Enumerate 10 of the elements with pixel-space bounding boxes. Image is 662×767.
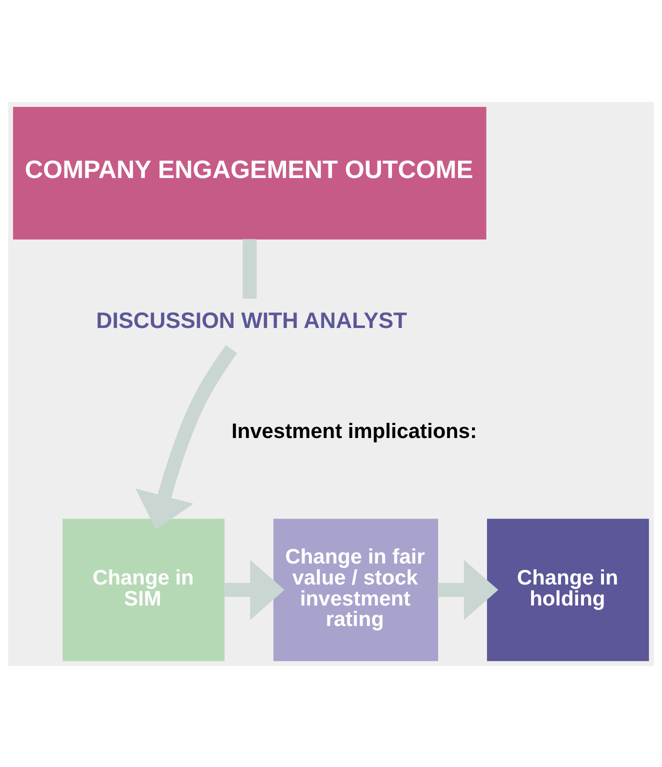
connector xyxy=(242,238,257,298)
arrow xyxy=(438,559,498,620)
node-box: Change in fair value / stock investment rating xyxy=(273,518,438,661)
label: Investment implications: xyxy=(232,419,478,442)
node-box: Change in holding xyxy=(487,518,649,661)
node-box: COMPANY ENGAGEMENT OUTCOME xyxy=(13,106,486,239)
arrow xyxy=(224,559,285,620)
arrow xyxy=(135,344,238,529)
node-text: DISCUSSION WITH ANALYST xyxy=(96,307,408,332)
node-box: Change in SIM xyxy=(62,518,225,661)
